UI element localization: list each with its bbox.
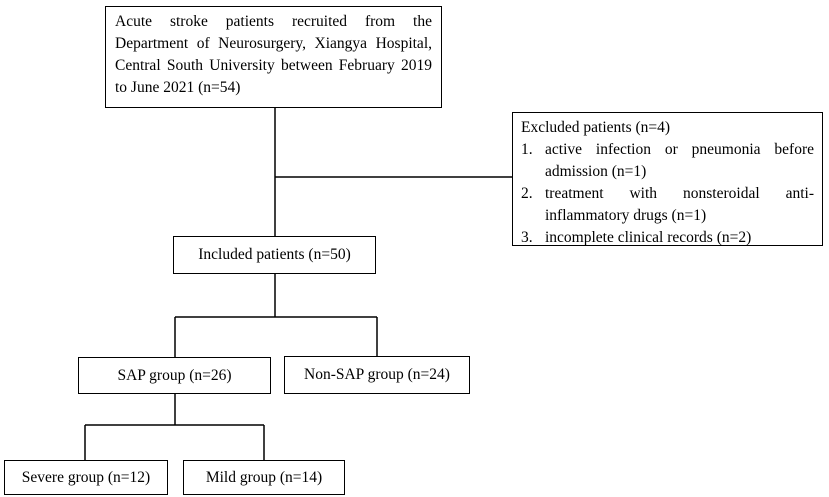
severe-group-box: Severe group (n=12)	[4, 460, 168, 495]
mild-group-box: Mild group (n=14)	[183, 460, 345, 495]
exclusion-item: 3. incomplete clinical records (n=2)	[521, 227, 814, 249]
sap-group-box: SAP group (n=26)	[78, 357, 271, 394]
exclusion-item-number: 3.	[521, 229, 533, 246]
sap-group-text: SAP group (n=26)	[117, 366, 232, 384]
included-patients-text: Included patients (n=50)	[198, 246, 351, 263]
exclusion-item-number: 1.	[521, 141, 533, 158]
non-sap-group-text: Non-SAP group (n=24)	[304, 366, 450, 383]
excluded-patients-box: Excluded patients (n=4) 1. active infect…	[512, 112, 823, 246]
non-sap-group-box: Non-SAP group (n=24)	[284, 356, 470, 394]
severe-group-text: Severe group (n=12)	[21, 468, 151, 486]
exclusion-item-number: 2.	[521, 185, 533, 202]
exclusion-criteria-list: 1. active infection or pneumonia before …	[521, 139, 814, 249]
recruited-patients-box: Acute stroke patients recruited from the…	[105, 6, 442, 108]
exclusion-item: 2. treatment with nonsteroidal anti-infl…	[521, 183, 814, 227]
exclusion-item-text: treatment with nonsteroidal anti-inflamm…	[545, 185, 814, 224]
exclusion-item-text: active infection or pneumonia before adm…	[545, 141, 814, 180]
excluded-patients-title: Excluded patients (n=4)	[521, 119, 671, 136]
exclusion-item-text: incomplete clinical records (n=2)	[545, 229, 752, 246]
included-patients-box: Included patients (n=50)	[173, 236, 376, 274]
mild-group-text: Mild group (n=14)	[205, 468, 323, 486]
exclusion-item: 1. active infection or pneumonia before …	[521, 139, 814, 183]
recruited-patients-text: Acute stroke patients recruited from the…	[115, 13, 432, 96]
